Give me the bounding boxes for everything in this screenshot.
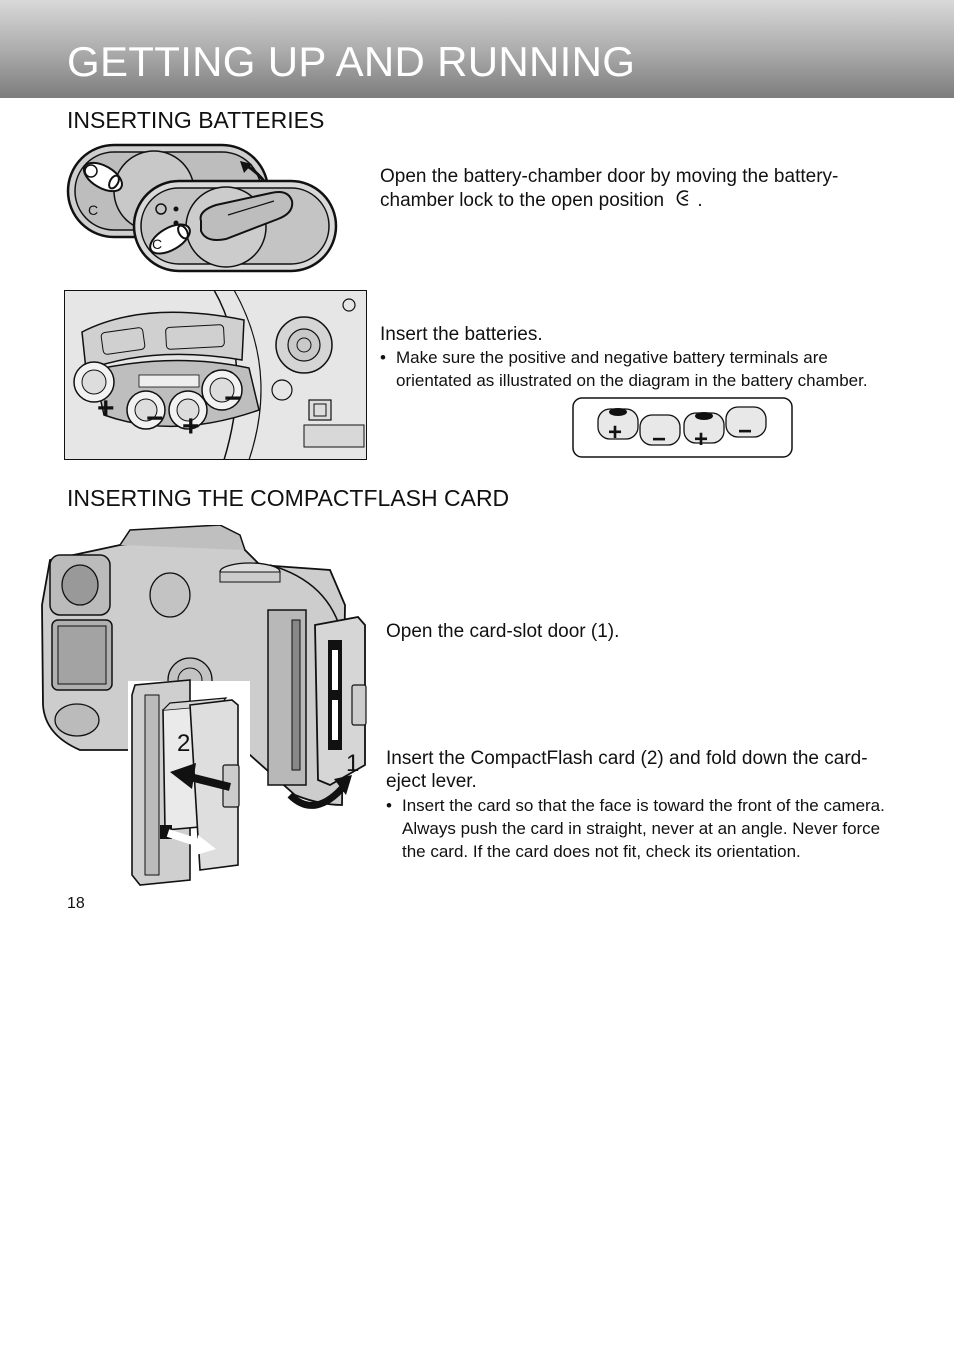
svg-text:+: + — [182, 410, 200, 443]
battery-step1-text: Open the battery-chamber door by moving … — [380, 165, 850, 212]
svg-text:−: − — [224, 382, 242, 415]
battery-lock-illustration: C C — [66, 143, 338, 273]
card-step2-bullet-text: Insert the card so that the face is towa… — [402, 796, 885, 861]
card-insert-inset-illustration: 2 — [128, 679, 250, 886]
section-heading-batteries: INSERTING BATTERIES — [67, 107, 325, 133]
svg-text:+: + — [97, 392, 115, 425]
bullet-dot: • — [386, 796, 392, 815]
battery-step2-bullet-text: Make sure the positive and negative batt… — [396, 348, 868, 390]
card-step1-text: Open the card-slot door (1). — [386, 621, 620, 642]
polarity-sign-4: − — [738, 418, 752, 445]
card-step2-text: Insert the CompactFlash card (2) and fol… — [386, 748, 868, 792]
svg-text:C: C — [88, 202, 98, 218]
battery-step2-bullet: • Make sure the positive and negative ba… — [380, 346, 901, 392]
polarity-sign-3: + — [694, 426, 708, 453]
page-number: 18 — [67, 895, 85, 912]
battery-chamber-illustration: + − + − — [64, 290, 367, 460]
battery-step2-text: Insert the batteries. — [380, 324, 543, 345]
callout-1: 1 — [346, 750, 359, 777]
camera-card-slot-illustration: 1 2 — [41, 525, 367, 886]
card-step2-bullet: • Insert the card so that the face is to… — [386, 794, 902, 863]
open-lock-icon — [677, 190, 689, 206]
section-heading-compactflash: INSERTING THE COMPACTFLASH CARD — [67, 485, 510, 511]
battery-step1-end: . — [697, 190, 703, 211]
battery-step1-main: Open the battery-chamber door by moving … — [380, 166, 839, 211]
header-band — [0, 0, 954, 98]
svg-text:C: C — [152, 236, 162, 252]
bullet-dot: • — [380, 348, 386, 367]
callout-2: 2 — [177, 730, 190, 757]
battery-polarity-diagram: + − + − — [572, 397, 793, 458]
svg-text:−: − — [146, 402, 164, 435]
polarity-sign-1: + — [608, 419, 622, 446]
polarity-sign-2: − — [652, 426, 666, 453]
page-title: GETTING UP AND RUNNING — [67, 38, 636, 85]
